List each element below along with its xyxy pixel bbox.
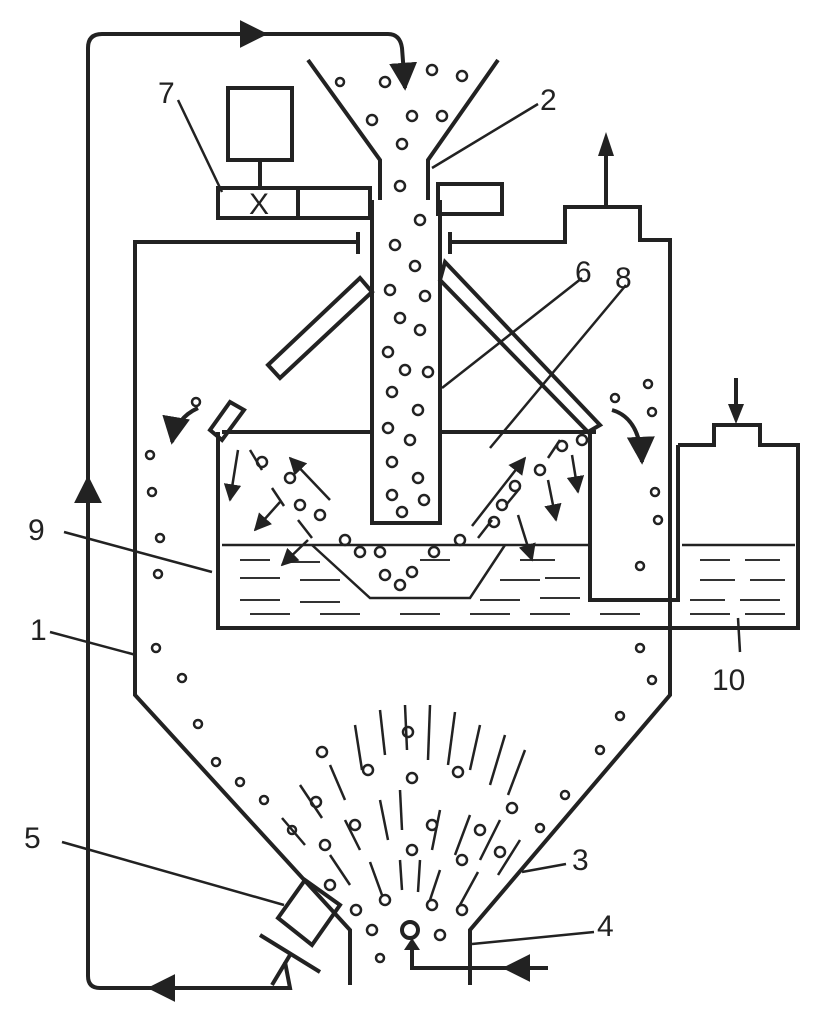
recirculation-line <box>74 20 418 1002</box>
label-9: 9 <box>28 514 45 547</box>
label-6: 6 <box>575 256 592 289</box>
valve-mark: X <box>249 188 269 221</box>
particles <box>144 63 664 964</box>
discharge-nozzle <box>258 877 343 987</box>
label-4: 4 <box>597 910 614 943</box>
feed-hopper <box>306 58 500 200</box>
label-8: 8 <box>615 262 632 295</box>
flow-arrows <box>162 406 655 567</box>
label-10: 10 <box>712 664 745 697</box>
drive-motor: X <box>216 86 504 221</box>
gas-inlet <box>400 920 548 982</box>
central-tube <box>370 200 442 525</box>
vessel-body <box>133 132 672 985</box>
label-1: 1 <box>30 614 47 647</box>
cone-deflector <box>207 258 604 443</box>
label-2: 2 <box>540 84 557 117</box>
liquid-bath <box>216 423 800 630</box>
label-5: 5 <box>24 822 41 855</box>
leader-lines <box>49 99 742 946</box>
label-7: 7 <box>158 77 175 110</box>
tank-feed-arrow <box>728 378 744 424</box>
label-3: 3 <box>572 844 589 877</box>
callout-labels: 7 2 6 8 9 1 10 5 3 4 <box>24 77 745 943</box>
spray-lines <box>281 704 527 906</box>
